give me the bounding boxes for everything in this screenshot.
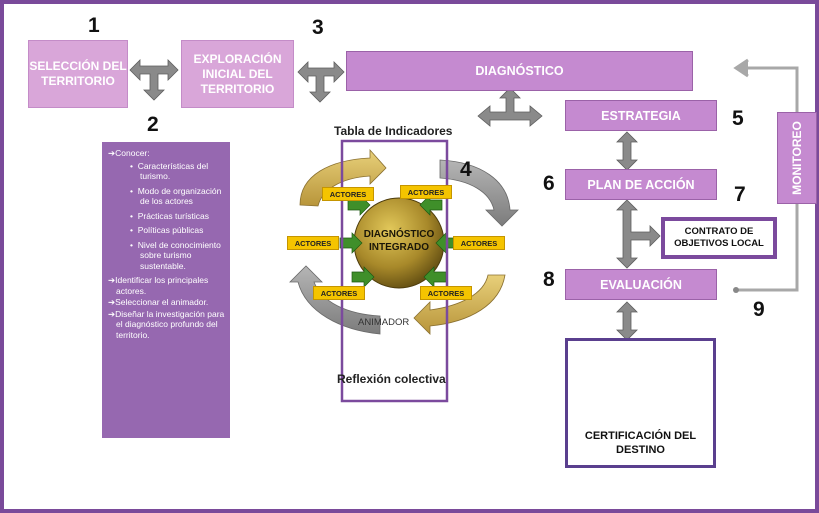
estrategia-box: ESTRATEGIA: [565, 100, 717, 131]
actor-tag: ACTORES: [313, 286, 365, 300]
actor-tag: ACTORES: [453, 236, 505, 250]
plan-accion-box: PLAN DE ACCIÓN: [565, 169, 717, 200]
actor-tag: ACTORES: [420, 286, 472, 300]
contrato-label: CONTRATO DE OBJETIVOS LOCAL: [674, 226, 764, 249]
vertical-arrow-icon-2: [616, 301, 638, 341]
monitoreo-box: MONITOREO: [777, 112, 817, 204]
panel-item-disenar: ➔Diseñar la investigación para el diagnó…: [108, 308, 225, 340]
step-number-2: 2: [147, 113, 159, 136]
panel-subitem: • Características del turismo.: [130, 160, 209, 182]
reflexion-colectiva-label: Reflexión colectiva: [337, 372, 446, 386]
panel-subitem: • Prácticas turísticas: [130, 210, 210, 221]
panel-subitem: • Políticas públicas: [130, 225, 204, 235]
certificacion-box: CERTIFICACIÓN DEL DESTINO: [565, 338, 716, 468]
step-number-9: 9: [753, 298, 765, 321]
exploracion-label: EXPLORACIÓN INICIAL DEL TERRITORIO: [193, 51, 282, 96]
evaluacion-label: EVALUACIÓN: [600, 277, 682, 292]
seleccion-label: SELECCIÓN DEL TERRITORIO: [29, 59, 127, 88]
conocer-sublist: • Características del turismo. • Modo de…: [116, 161, 225, 272]
actor-tag: ACTORES: [322, 187, 374, 201]
panel-item-seleccionar: ➔Seleccionar el animador.: [108, 297, 209, 307]
diagnostico-integrado-label: DIAGNÓSTICO INTEGRADO: [363, 229, 435, 253]
actor-tag: ACTORES: [400, 185, 452, 199]
panel-subitem: • Nivel de conocimiento sobre turismo su…: [130, 239, 221, 271]
seleccion-territorio-box: SELECCIÓN DEL TERRITORIO: [28, 40, 128, 108]
step-number-5: 5: [732, 107, 744, 130]
estrategia-label: ESTRATEGIA: [601, 108, 681, 123]
certificacion-label: CERTIFICACIÓN DEL DESTINO: [584, 430, 697, 456]
animador-label: ANIMADOR: [358, 317, 410, 328]
monitoreo-label: MONITOREO: [790, 121, 804, 195]
step-number-7: 7: [734, 183, 746, 206]
actor-tag: ACTORES: [287, 236, 339, 250]
four-way-arrow-icon: [477, 87, 543, 127]
step-number-8: 8: [543, 268, 555, 291]
diagnostico-label: DIAGNÓSTICO: [475, 64, 564, 78]
three-way-arrow-icon-2: [297, 61, 345, 103]
contrato-objetivos-box: CONTRATO DE OBJETIVOS LOCAL: [661, 217, 777, 259]
diagnostico-box: DIAGNÓSTICO: [346, 51, 693, 91]
step-number-4: 4: [460, 158, 472, 181]
step-number-1: 1: [88, 14, 100, 37]
exploracion-inicial-box: EXPLORACIÓN INICIAL DEL TERRITORIO: [181, 40, 294, 108]
cycle-outline: [340, 139, 449, 403]
exploracion-tasks-panel: ➔Conocer: • Características del turismo.…: [102, 142, 230, 438]
panel-item-identificar: ➔Identificar los principales actores.: [108, 275, 209, 296]
three-way-arrow-icon-1: [129, 59, 179, 101]
tabla-indicadores-label: Tabla de Indicadores: [334, 124, 453, 138]
vertical-arrow-icon-1: [616, 131, 638, 171]
panel-subitem: • Modo de organización de los actores: [130, 185, 222, 207]
step-number-6: 6: [543, 172, 555, 195]
panel-item-conocer: ➔Conocer: • Características del turismo.…: [108, 148, 225, 271]
plan-label: PLAN DE ACCIÓN: [587, 177, 695, 192]
evaluacion-box: EVALUACIÓN: [565, 269, 717, 300]
step-number-3: 3: [312, 16, 324, 39]
branch-arrow-icon: [616, 199, 661, 269]
